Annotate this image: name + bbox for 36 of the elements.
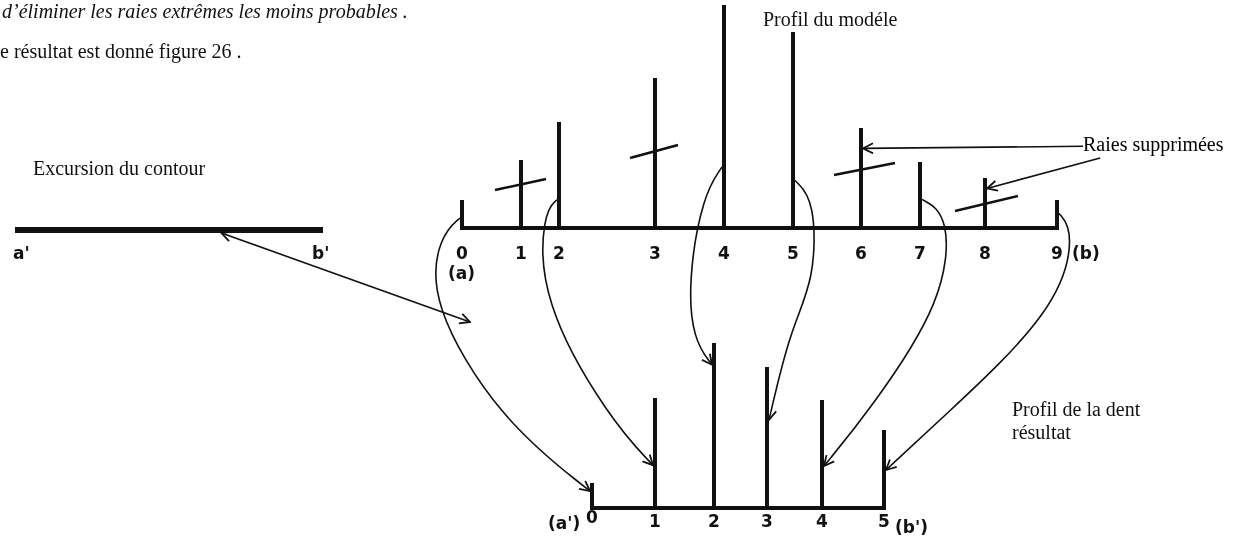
callout-text: Raies supprimées bbox=[1083, 132, 1254, 158]
tick-label: 3 bbox=[649, 244, 661, 264]
tick-label: 9 bbox=[1051, 244, 1063, 264]
end-label: (b) bbox=[1072, 244, 1100, 264]
axis-title: Excursion du contour bbox=[33, 157, 206, 180]
end-label: a' bbox=[13, 244, 30, 264]
tick-label: 1 bbox=[515, 244, 527, 264]
profile-title: Profil de la dent résultat bbox=[1012, 398, 1142, 444]
arrow bbox=[986, 157, 1101, 192]
arrow bbox=[862, 142, 1084, 155]
arrow bbox=[689, 166, 723, 366]
end-label: (b') bbox=[895, 518, 928, 538]
tick-label: 0 bbox=[586, 508, 598, 528]
tick-label: 4 bbox=[816, 512, 828, 532]
tick-label: 0 bbox=[456, 244, 468, 264]
tick-label: 6 bbox=[855, 244, 867, 264]
tick-label: 7 bbox=[914, 244, 926, 264]
arrow bbox=[542, 198, 654, 467]
end-label: b' bbox=[312, 244, 330, 264]
tick-label: 2 bbox=[553, 244, 565, 264]
tick-label: 1 bbox=[649, 512, 661, 532]
arrow bbox=[885, 212, 1071, 471]
arrow bbox=[435, 217, 591, 492]
end-label: (a) bbox=[448, 264, 475, 284]
tick-label: 5 bbox=[787, 244, 799, 264]
tick-label: 3 bbox=[761, 512, 773, 532]
arrow bbox=[823, 198, 948, 467]
tick-label: 2 bbox=[708, 512, 720, 532]
profile-title: Profil du modéle bbox=[763, 8, 898, 31]
tick-label: 5 bbox=[878, 512, 890, 532]
end-label: (a') bbox=[548, 514, 581, 534]
body-text: e résultat est donné figure 26 . bbox=[0, 40, 242, 63]
tick-label: 8 bbox=[979, 244, 991, 264]
arrow bbox=[220, 230, 471, 325]
tick-label: 4 bbox=[718, 244, 730, 264]
body-text: d’éliminer les raies extrêmes les moins probables . bbox=[2, 0, 408, 23]
